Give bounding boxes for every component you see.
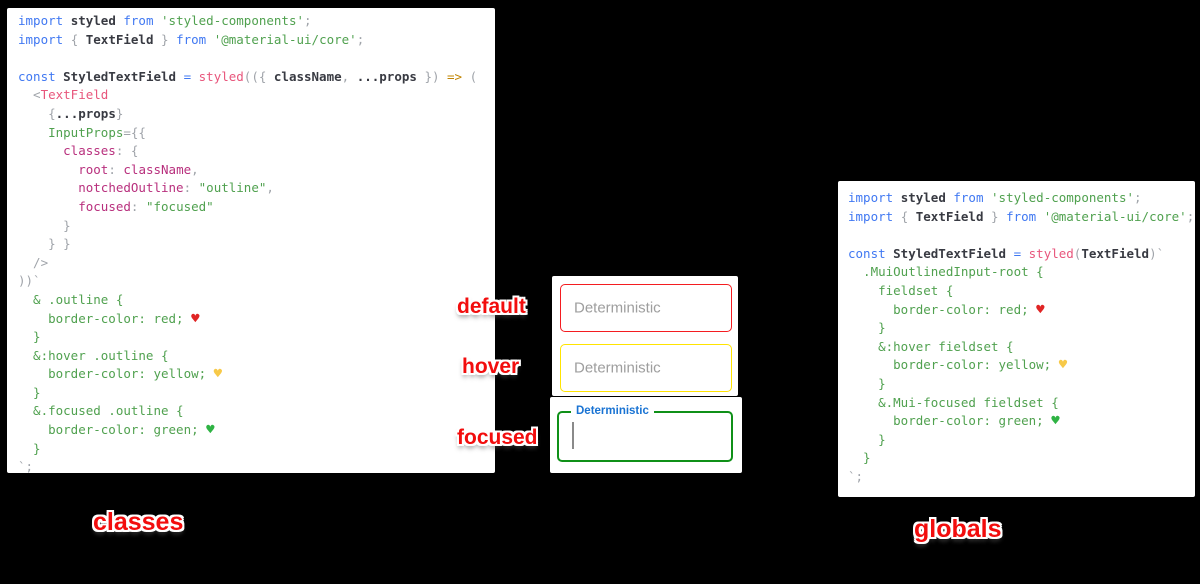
textfield-focused[interactable]: Deterministic	[557, 404, 733, 462]
textfield-default-placeholder: Deterministic	[574, 299, 661, 317]
textfield-hover-placeholder: Deterministic	[574, 359, 661, 377]
textfield-hover[interactable]: Deterministic	[560, 344, 732, 392]
textfield-focused-floating-label: Deterministic	[571, 404, 654, 418]
caption-globals: globals	[914, 515, 1002, 543]
textfield-screenshot-focused: Deterministic	[550, 397, 742, 473]
state-label-default: default	[457, 295, 526, 318]
state-label-hover: hover	[462, 355, 520, 378]
code-panel-globals: import styled from 'styled-components';i…	[838, 181, 1195, 497]
textfield-screenshot-default-hover: Deterministic Deterministic	[552, 276, 738, 396]
caption-classes: classes	[93, 508, 184, 536]
textfield-default[interactable]: Deterministic	[560, 284, 732, 332]
state-label-focused: focused	[457, 426, 538, 449]
code-panel-classes: import styled from 'styled-components';i…	[7, 8, 495, 474]
text-cursor	[572, 422, 574, 449]
